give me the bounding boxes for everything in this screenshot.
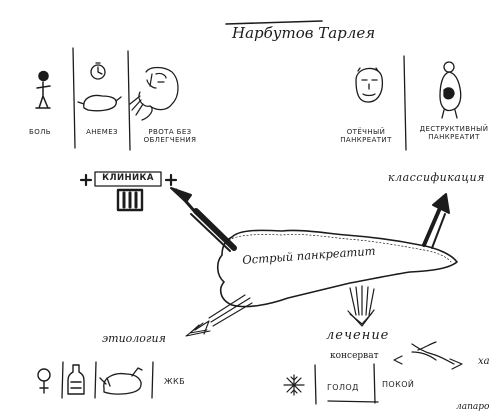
clinic-item-pain-label: БОЛЬ — [29, 128, 51, 136]
clinic-item-anamnesis-label: АНЕМЕЗ — [86, 128, 118, 136]
clinic-title: КЛИНИКА — [102, 173, 154, 183]
female-symbol-icon — [37, 368, 51, 394]
clinic-box — [94, 171, 162, 187]
classification-divider — [403, 55, 407, 151]
classification-title: классификация — [388, 171, 485, 184]
treatment-item-rest-label: ПОКОЙ — [382, 380, 415, 389]
treatment-operative-label: ха — [478, 356, 490, 367]
treatment-item-hunger-label: ГОЛОД — [327, 383, 359, 392]
etiology-divider-2 — [94, 361, 97, 399]
central-cloud — [216, 229, 458, 308]
treatment-laparo-label: лапаро — [456, 402, 490, 412]
author-name: Нарбутов Тарлея — [232, 24, 376, 42]
arrow-to-clinic — [170, 187, 237, 252]
title-underline — [225, 20, 323, 25]
roast-chicken-icon — [99, 367, 143, 395]
grade-bars — [122, 191, 138, 209]
treatment-underline — [327, 400, 379, 403]
treatment-sub-arrows — [393, 341, 463, 370]
treatment-divider-2 — [373, 363, 376, 404]
treatment-divider-1 — [314, 364, 317, 405]
arrow-to-classification — [422, 193, 450, 249]
clinic-item-vomiting-label: РВОТА БЕЗ ОБЛЕГЧЕНИЯ — [143, 128, 197, 145]
swollen-face-icon — [355, 67, 384, 103]
classification-item-destructive-label: ДЕСТРУКТИВНЫЙ ПАНКРЕАТИТ — [419, 125, 489, 142]
person-with-organ-icon — [439, 61, 462, 119]
bottle-icon — [67, 364, 85, 395]
arrow-to-treatment — [347, 285, 375, 327]
treatment-conservative-label: консерват — [330, 351, 379, 361]
etiology-divider-3 — [151, 361, 154, 399]
snowflake-icon — [283, 374, 305, 396]
etiology-title: этиология — [102, 332, 166, 345]
standing-person-pain-icon — [35, 70, 51, 109]
etiology-item-gallstone-label: ЖКБ — [164, 377, 185, 386]
treatment-title: лечение — [326, 328, 390, 343]
clinic-star-left-icon — [79, 173, 93, 187]
stopwatch-chicken-icon — [77, 62, 122, 112]
clinic-star-right-icon — [164, 173, 178, 187]
vomiting-face-icon — [129, 66, 179, 121]
classification-item-edematous-label: ОТЁЧНЫЙ ПАНКРЕАТИТ — [340, 128, 392, 145]
etiology-divider-1 — [61, 361, 64, 399]
grade-box — [116, 188, 144, 212]
arrow-to-etiology — [185, 294, 253, 337]
clinic-dividers — [72, 47, 131, 151]
